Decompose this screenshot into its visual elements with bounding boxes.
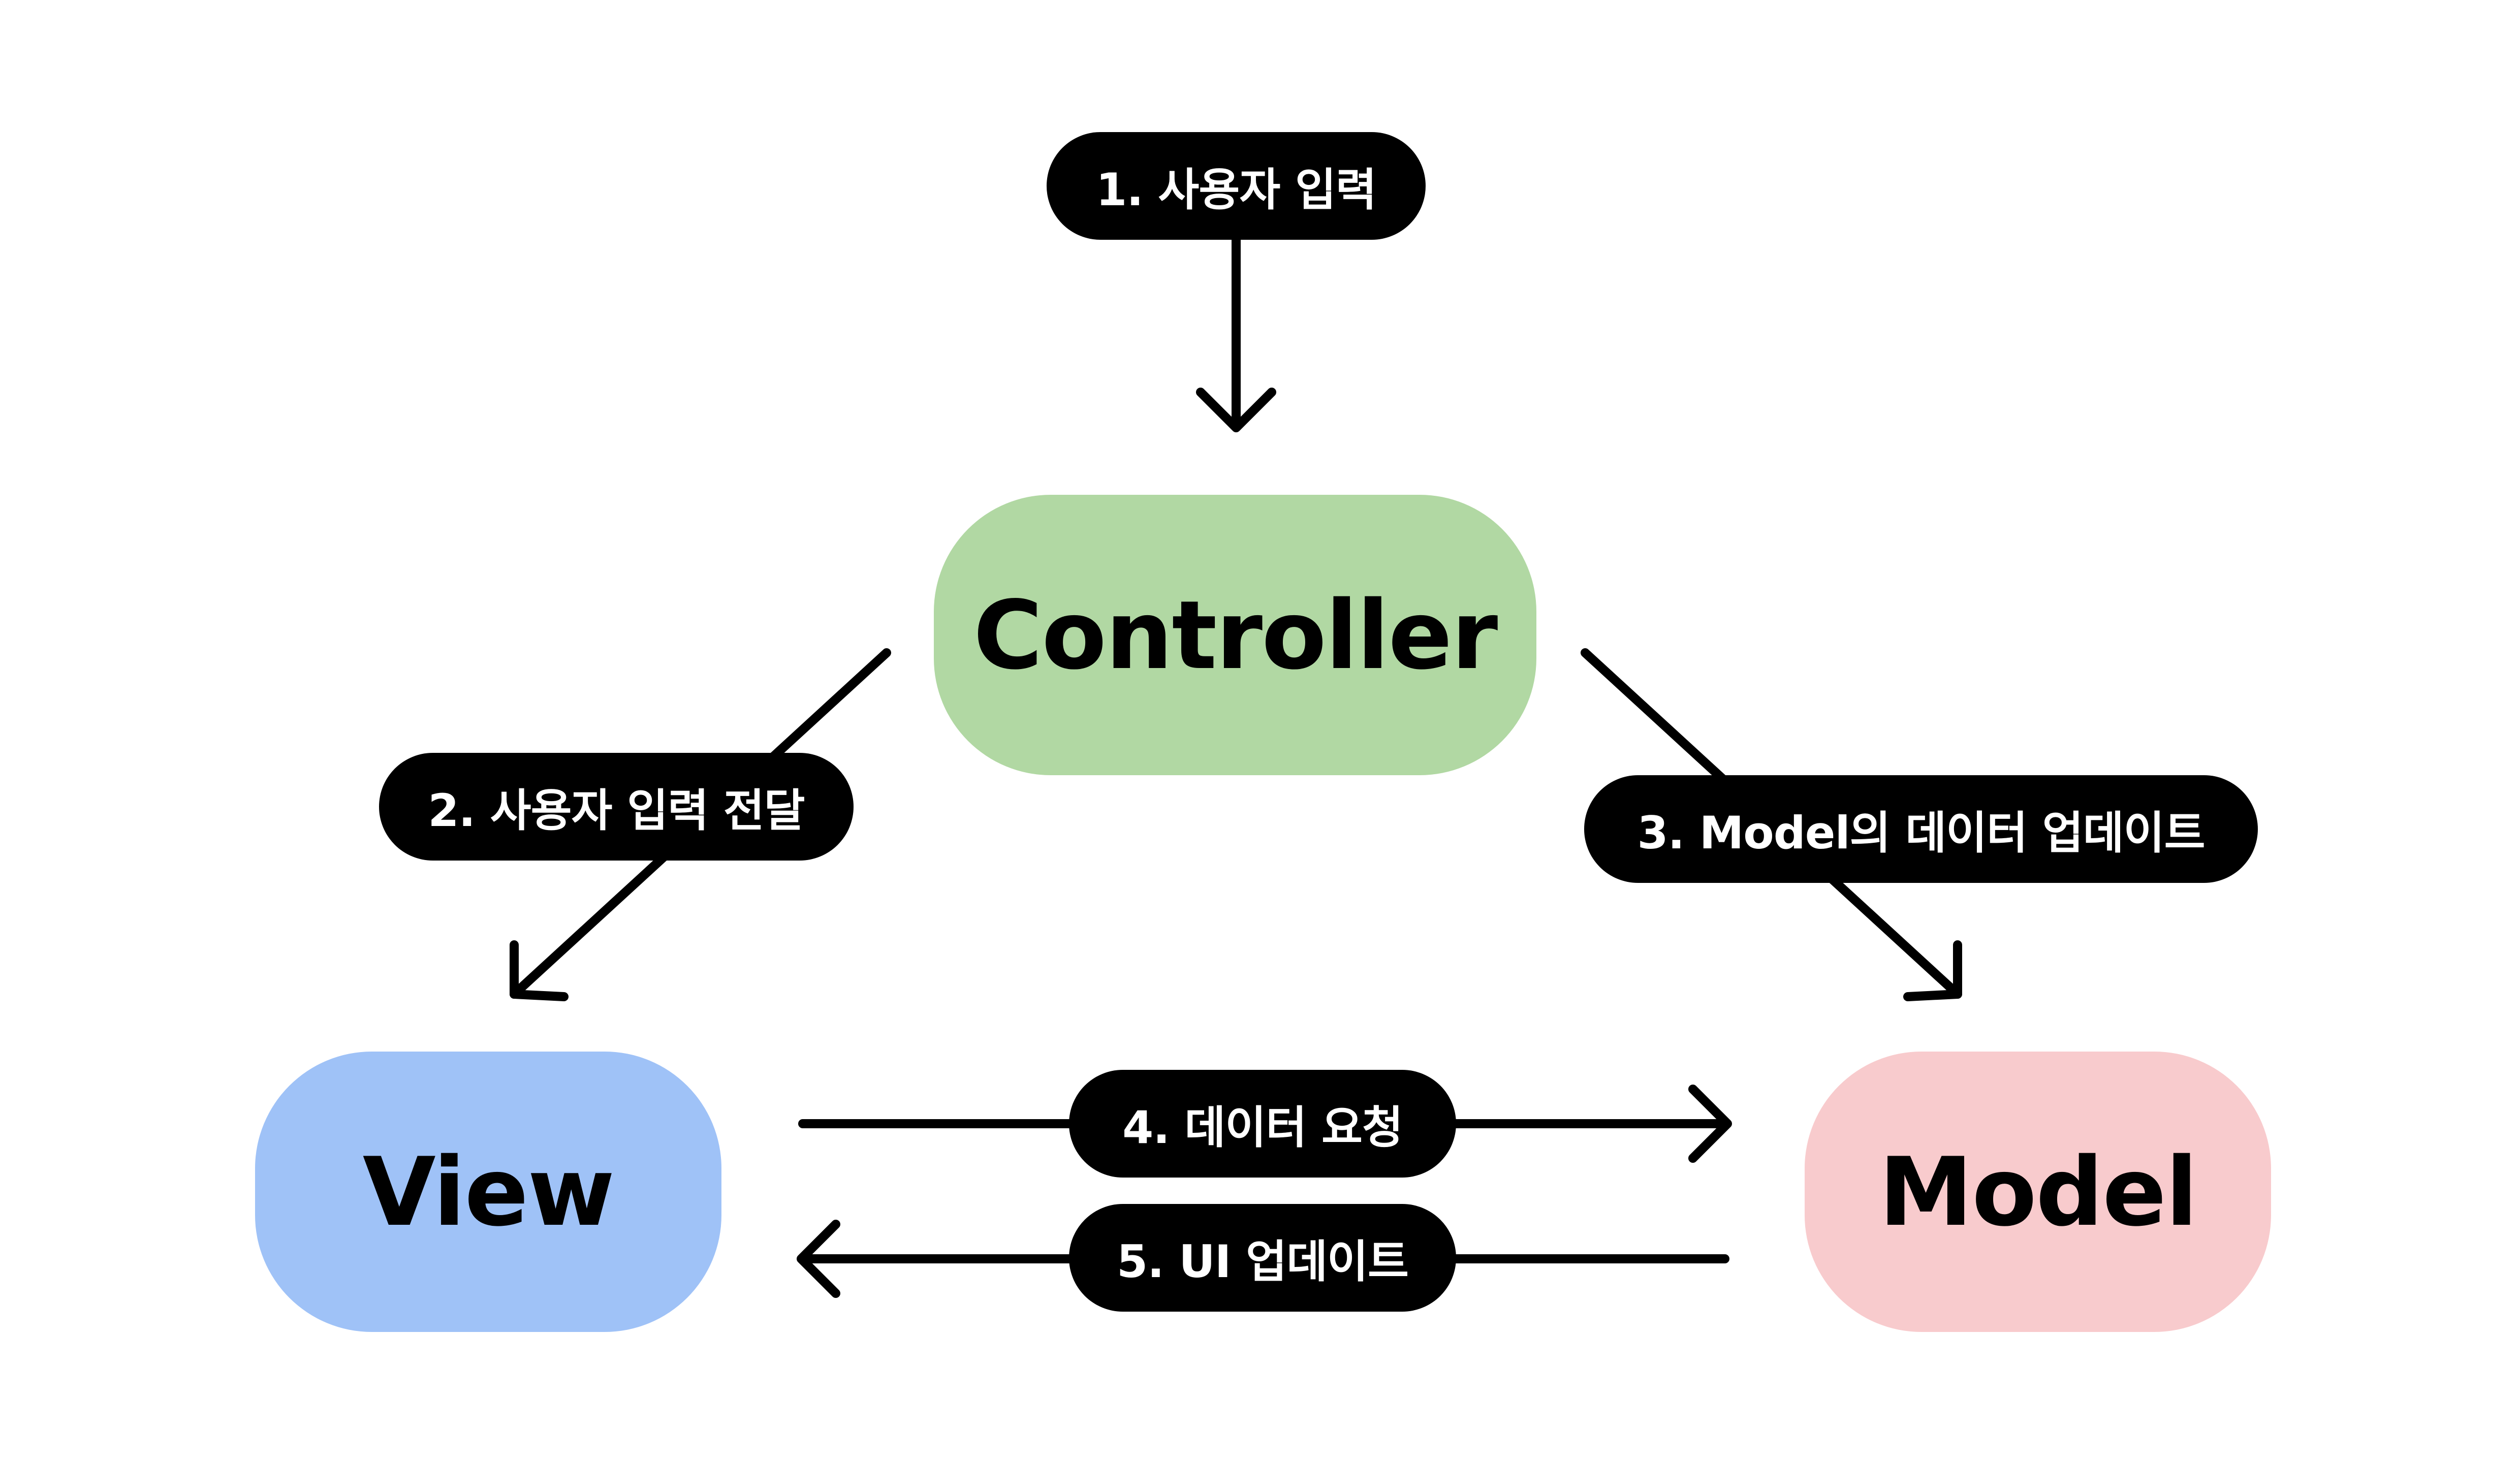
arrow-input-to-controller-head xyxy=(1196,388,1276,432)
arrow-controller-to-view-head xyxy=(510,940,569,1001)
arrow-model-to-view-head xyxy=(797,1220,840,1298)
view-label: View xyxy=(362,1136,615,1247)
step-1-text: 1. 사용자 입력 xyxy=(1096,163,1377,216)
controller-node: Controller xyxy=(934,495,1536,775)
step-3-model-update-label: 3. Model의 데이터 업데이트 xyxy=(1584,775,2258,883)
step-2-forward-input-label: 2. 사용자 입력 전달 xyxy=(379,753,854,861)
step-2-text: 2. 사용자 입력 전달 xyxy=(428,784,805,837)
model-node: Model xyxy=(1805,1052,2271,1332)
arrow-controller-to-model-head xyxy=(1903,940,1962,1001)
step-4-text: 4. 데이터 요청 xyxy=(1122,1101,1403,1154)
step-3-text: 3. Model의 데이터 업데이트 xyxy=(1637,806,2205,859)
model-label: Model xyxy=(1879,1136,2198,1247)
step-1-user-input-label: 1. 사용자 입력 xyxy=(1047,132,1426,240)
step-5-ui-update-label: 5. UI 업데이트 xyxy=(1069,1204,1456,1312)
controller-label: Controller xyxy=(973,580,1498,690)
step-4-data-request-label: 4. 데이터 요청 xyxy=(1069,1070,1456,1178)
view-node: View xyxy=(255,1052,721,1332)
step-5-text: 5. UI 업데이트 xyxy=(1117,1235,1409,1288)
arrow-view-to-model-head xyxy=(1688,1085,1732,1163)
